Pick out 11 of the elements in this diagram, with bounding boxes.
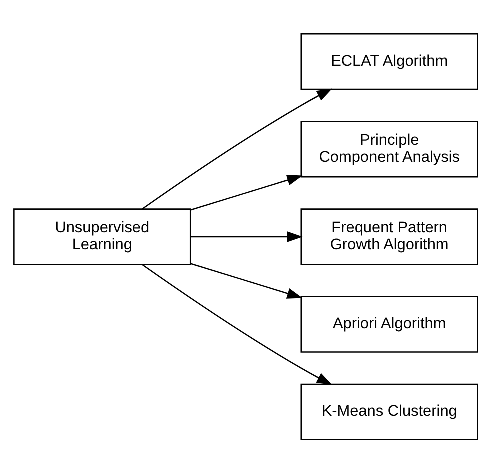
node-box: ECLAT Algorithm <box>300 33 478 90</box>
node-box: Unsupervised Learning <box>13 208 191 265</box>
arrow <box>190 262 302 298</box>
node-box: Principle Component Analysis <box>300 120 478 178</box>
arrow <box>190 174 302 210</box>
node-box: Frequent Pattern Growth Algorithm <box>300 208 478 265</box>
arrow <box>190 231 302 242</box>
node-box: Apriori Algorithm <box>300 296 478 352</box>
arrow <box>142 88 332 210</box>
arrow <box>142 264 332 385</box>
node-box: K-Means Clustering <box>300 383 478 440</box>
